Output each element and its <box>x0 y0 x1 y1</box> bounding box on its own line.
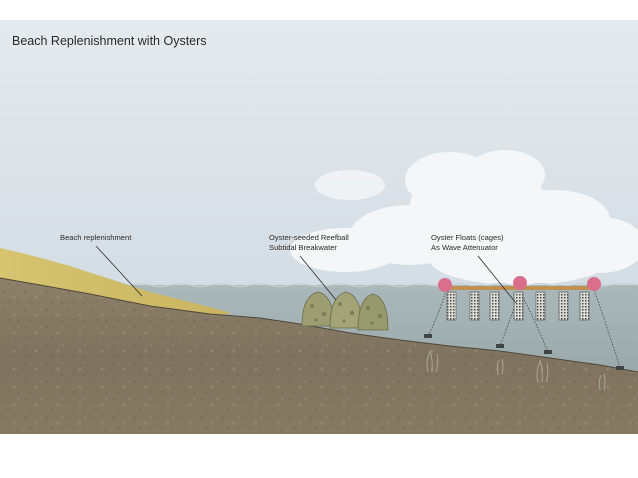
label-text: Beach replenishment <box>60 233 132 242</box>
oyster-cage <box>579 291 590 321</box>
label-text: Oyster Floats (cages) <box>431 233 504 242</box>
diagram-title: Beach Replenishment with Oysters <box>12 34 207 48</box>
anchor <box>424 334 432 338</box>
seabed-texture <box>0 278 638 434</box>
oyster-floats <box>424 276 624 370</box>
leader-beach <box>95 245 143 297</box>
buoy <box>438 278 452 292</box>
oyster-cage <box>535 291 546 321</box>
label-oyster-floats: Oyster Floats (cages) As Wave Attenuator <box>431 233 504 253</box>
anchor <box>496 344 504 348</box>
label-text: As Wave Attenuator <box>431 243 498 252</box>
oyster-cage <box>489 291 500 321</box>
reefball-breakwater <box>301 291 389 331</box>
leader-lines <box>95 245 517 304</box>
label-beach-replenishment: Beach replenishment <box>60 233 131 243</box>
label-reefball-breakwater: Oyster-seeded Reefball Subtidal Breakwat… <box>269 233 349 253</box>
water-surface <box>129 282 638 288</box>
seabed-edge <box>0 277 638 373</box>
buoy <box>587 277 601 291</box>
clouds <box>290 150 638 285</box>
beach-sand <box>0 248 232 316</box>
anchor <box>544 350 552 354</box>
buoy <box>513 276 527 290</box>
reefball <box>357 293 389 331</box>
seagrass <box>426 349 606 391</box>
oyster-cage <box>469 291 480 321</box>
oyster-cages <box>446 291 590 321</box>
oyster-cage <box>446 291 457 321</box>
label-text: Subtidal Breakwater <box>269 243 337 252</box>
anchor <box>616 366 624 370</box>
label-text: Oyster-seeded Reefball <box>269 233 349 242</box>
leader-floats <box>477 255 517 304</box>
leader-reefball <box>299 255 337 301</box>
oyster-cage <box>558 291 569 321</box>
oyster-cage <box>513 291 524 321</box>
